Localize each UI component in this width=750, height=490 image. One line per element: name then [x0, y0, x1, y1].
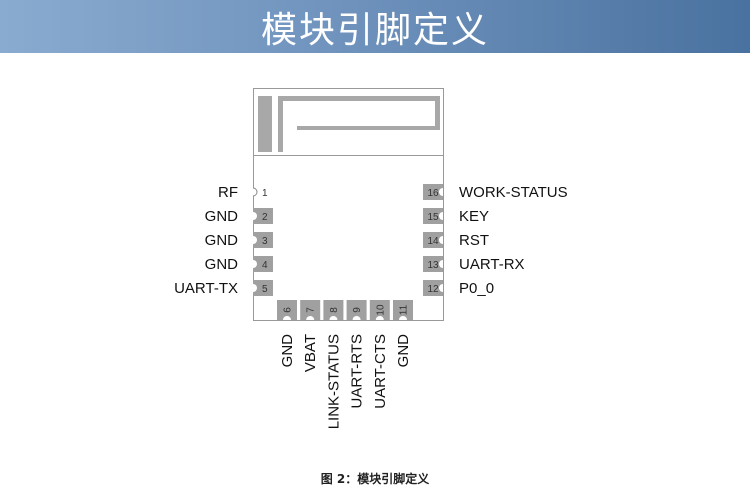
pin-number: 6 — [283, 307, 294, 313]
pin-notch — [283, 316, 291, 320]
pin-number: 3 — [262, 236, 268, 247]
pin-label: P0_0 — [459, 280, 494, 297]
pin-pad — [277, 300, 297, 320]
page-title: 模块引脚定义 — [260, 9, 489, 51]
pin-label: UART-CTS — [372, 334, 389, 409]
figure-caption: 图 2：模块引脚定义 — [320, 472, 430, 486]
pin-notch — [306, 316, 315, 320]
pin-label: GND — [205, 256, 239, 273]
pin-number: 1 — [262, 188, 268, 199]
pin-label: GND — [205, 208, 239, 225]
pin-label: VBAT — [302, 334, 319, 372]
pin-label: UART-RTS — [349, 334, 366, 408]
pin-notch — [439, 236, 443, 244]
pin-notch — [253, 236, 257, 244]
pin-label: RF — [218, 184, 238, 201]
pin-pad — [346, 300, 367, 320]
pin-label: GND — [205, 232, 239, 249]
pin-number: 5 — [262, 284, 268, 295]
pin-pad — [423, 280, 443, 296]
pin-number: 7 — [306, 307, 317, 313]
pin-number: 10 — [375, 304, 386, 316]
pin-notch — [375, 316, 384, 320]
pin-number: 11 — [399, 304, 410, 315]
pin-pad — [423, 232, 443, 248]
pin-label: WORK-STATUS — [459, 184, 568, 201]
pin-pad — [393, 300, 413, 320]
pin-number: 15 — [427, 212, 439, 223]
pin-number: 4 — [262, 260, 268, 271]
pin-pad — [323, 300, 344, 320]
pin-number: 9 — [352, 307, 363, 313]
pin-notch — [439, 284, 443, 292]
pin-number: 16 — [427, 188, 439, 199]
pin-notch — [352, 316, 361, 320]
pin-label: GND — [395, 334, 412, 368]
title-banner: 模块引脚定义 — [0, 0, 750, 53]
pin-pad — [300, 300, 321, 320]
pin-notch — [439, 260, 443, 268]
pin-label: RST — [459, 232, 489, 249]
pin-number: 8 — [329, 307, 340, 313]
pin-pad — [253, 256, 273, 272]
pin-notch — [439, 188, 443, 196]
pin-pad — [253, 208, 273, 224]
pin-label: UART-TX — [174, 280, 238, 297]
pin-notch — [439, 212, 443, 220]
pin-number: 2 — [262, 212, 268, 223]
pin-pad — [423, 184, 443, 200]
antenna-trace — [258, 96, 440, 152]
pin-pad — [253, 232, 273, 248]
pin-label: GND — [279, 334, 296, 368]
pin-label: UART-RX — [459, 256, 525, 273]
pin-pad — [423, 208, 443, 224]
pin-notch — [329, 316, 338, 320]
pin-notch — [253, 284, 257, 292]
pin-notch — [252, 187, 258, 197]
pin-label: LINK-STATUS — [325, 334, 342, 429]
pin-number: 12 — [427, 284, 439, 295]
pin-notch — [399, 316, 407, 320]
pin-number: 14 — [427, 236, 439, 247]
pin-label: KEY — [459, 208, 489, 225]
pin-pad — [253, 280, 273, 296]
pin-pad — [423, 256, 443, 272]
pin-notch — [253, 260, 257, 268]
pin-pad — [369, 300, 390, 320]
pin-notch — [253, 212, 257, 220]
pin-number: 13 — [427, 260, 439, 271]
